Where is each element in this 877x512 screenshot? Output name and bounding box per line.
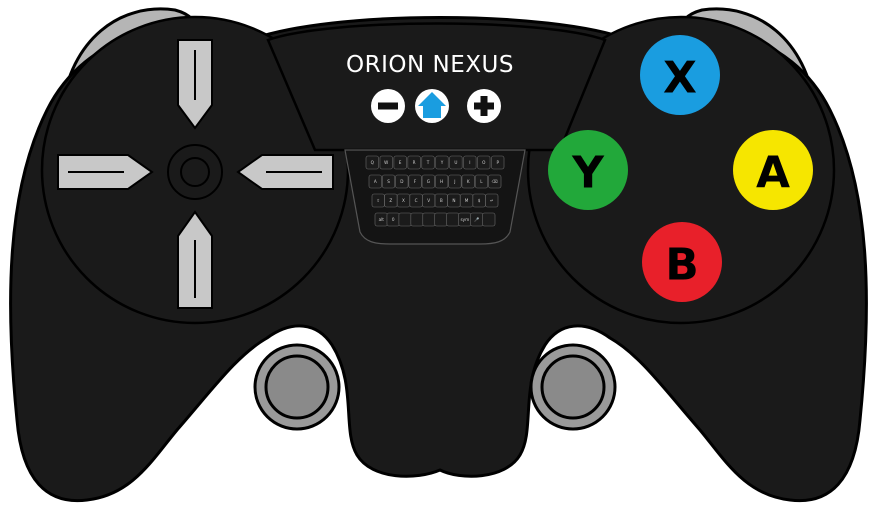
keyboard-key-label: I: [469, 160, 470, 165]
keyboard-key-label: H: [440, 179, 443, 184]
keyboard-key[interactable]: R: [407, 155, 421, 170]
keyboard-key[interactable]: H: [435, 174, 449, 189]
right-analog-stick-icon[interactable]: [529, 343, 617, 431]
right-buttons-plate: [526, 15, 836, 325]
keyboard-key-label: S: [387, 179, 390, 184]
keyboard-key[interactable]: Y: [435, 155, 449, 170]
keyboard-key-label: R: [413, 160, 416, 165]
keyboard-key[interactable]: J: [448, 174, 462, 189]
keyboard-key[interactable]: I: [463, 155, 477, 170]
keyboard-key[interactable]: A: [368, 174, 382, 189]
keyboard-key-label: U: [454, 160, 457, 165]
keyboard-key[interactable]: [398, 212, 412, 227]
keyboard-key-label: 🎤: [474, 217, 480, 222]
keyboard-key[interactable]: 0: [386, 212, 400, 227]
keyboard-key-label: F: [414, 179, 417, 184]
keyboard-key[interactable]: [422, 212, 436, 227]
keyboard-key-label: L: [480, 179, 483, 184]
keyboard-key[interactable]: W: [379, 155, 393, 170]
keyboard-key-label: ⌫: [492, 179, 498, 184]
a-button[interactable]: A: [733, 130, 813, 210]
brand-logo-text: ORION NEXUS: [346, 52, 514, 78]
dpad-center-icon: [167, 144, 223, 200]
keyboard-key-label: E: [399, 160, 402, 165]
keyboard-key-label: O: [482, 160, 486, 165]
keyboard-key-label: Y: [440, 160, 444, 165]
keyboard-key[interactable]: N: [447, 193, 461, 208]
keyboard-key[interactable]: $: [472, 193, 486, 208]
left-analog-stick-icon[interactable]: [253, 343, 341, 431]
keyboard-key[interactable]: [482, 212, 496, 227]
keyboard-key-label: sym: [460, 217, 469, 222]
keyboard-key[interactable]: Q: [365, 155, 379, 170]
keyboard-key[interactable]: M: [459, 193, 474, 208]
keyboard-key[interactable]: ↵: [485, 193, 499, 208]
keyboard-key-label: G: [427, 179, 430, 184]
a-button-label: A: [756, 148, 790, 199]
keyboard-key[interactable]: L: [474, 174, 489, 189]
keyboard-key-label: 0: [392, 217, 395, 222]
keyboard-key-label: alt: [379, 217, 385, 222]
keyboard-key-label: A: [374, 179, 377, 184]
keyboard-key[interactable]: V: [422, 193, 436, 208]
keyboard-key-label: W: [384, 160, 388, 165]
keyboard-key-label: Q: [371, 160, 375, 165]
keyboard-key-label: C: [415, 198, 418, 203]
minus-icon: [378, 102, 398, 110]
keyboard-key-label: ⇧: [376, 198, 380, 203]
minus-button[interactable]: [371, 89, 405, 123]
keyboard-key[interactable]: Z: [384, 193, 398, 208]
keyboard-key[interactable]: X: [396, 193, 411, 208]
plus-button[interactable]: [467, 89, 501, 123]
x-button[interactable]: X: [640, 35, 720, 115]
keyboard-key[interactable]: P: [491, 155, 505, 170]
keyboard-key[interactable]: U: [449, 155, 463, 170]
home-icon: [418, 92, 446, 118]
keyboard-key[interactable]: [410, 212, 424, 227]
keyboard-key-label: X: [402, 198, 405, 203]
keyboard-key-label: D: [400, 179, 403, 184]
keyboard-key[interactable]: B: [434, 193, 448, 208]
y-button-label: Y: [571, 148, 605, 199]
keyboard-key[interactable]: T: [421, 155, 435, 170]
keyboard-key[interactable]: sym: [458, 212, 472, 227]
keyboard-key[interactable]: 🎤: [470, 212, 484, 227]
keyboard-key[interactable]: D: [395, 174, 409, 189]
keyboard-key-label: M: [465, 198, 469, 203]
plus-icon: [474, 96, 494, 116]
keyboard-key-label: Z: [389, 198, 392, 203]
b-button[interactable]: B: [642, 222, 722, 302]
keyboard-key[interactable]: alt: [374, 212, 388, 227]
keyboard-key-label: P: [496, 160, 499, 165]
keyboard-key-label: V: [427, 198, 430, 203]
keyboard-key[interactable]: ⇧: [371, 193, 385, 208]
keyboard-key[interactable]: F: [408, 174, 422, 189]
keyboard-key-label: J: [453, 179, 455, 184]
keyboard-key-label: B: [440, 198, 443, 203]
keyboard-key[interactable]: O: [477, 155, 491, 170]
b-button-label: B: [665, 240, 699, 291]
keyboard-key-label: N: [452, 198, 455, 203]
keyboard-key[interactable]: E: [393, 155, 407, 170]
keyboard-key-label: $: [478, 198, 481, 203]
keyboard-key-label: T: [426, 160, 430, 165]
y-button[interactable]: Y: [548, 130, 628, 210]
keyboard-key[interactable]: ⌫: [488, 174, 502, 189]
keyboard-key[interactable]: S: [381, 174, 396, 189]
keyboard-key-label: ↵: [490, 198, 494, 203]
keyboard-key[interactable]: [446, 212, 460, 227]
keyboard-key[interactable]: K: [461, 174, 475, 189]
keyboard-key[interactable]: G: [421, 174, 435, 189]
qwerty-keyboard: Q W E R T Y U I O P A S D F G H J K L ⌫ ⇧ Z X C V B N M $ ↵ alt 0 sym 🎤: [365, 155, 505, 227]
keyboard-key[interactable]: C: [409, 193, 423, 208]
keyboard-key[interactable]: [434, 212, 448, 227]
keyboard-key-label: K: [467, 179, 470, 184]
x-button-label: X: [663, 53, 697, 104]
center-bridge: [266, 22, 607, 152]
home-button[interactable]: [415, 89, 449, 123]
